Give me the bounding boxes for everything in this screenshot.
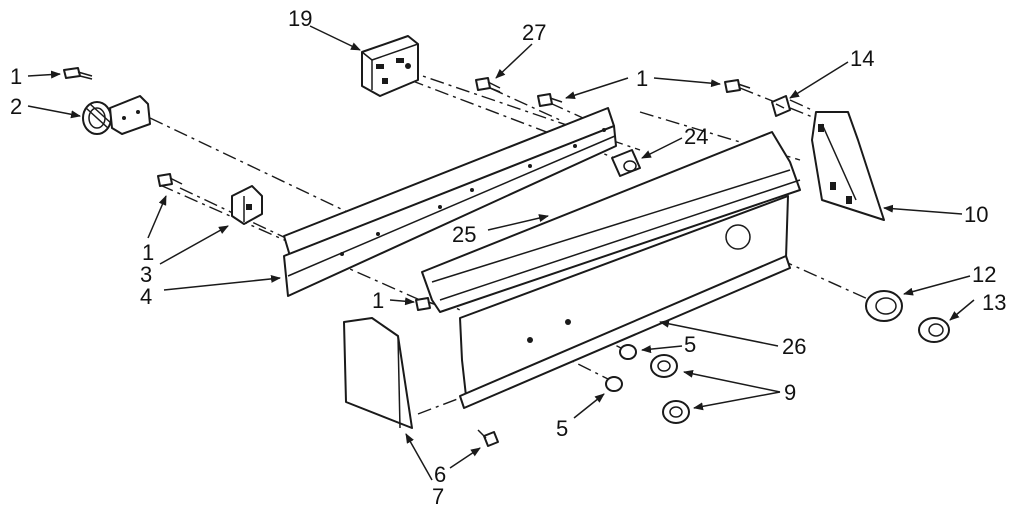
callout-4: 4	[140, 284, 152, 309]
part-4-rail	[283, 107, 617, 297]
callout-6: 6	[434, 462, 446, 487]
part-14-clip	[771, 95, 791, 117]
callout-14: 14	[850, 46, 874, 71]
part-9-knob-a	[650, 354, 678, 378]
part-13-knob	[918, 317, 950, 343]
callout-1: 1	[142, 240, 154, 265]
callout-9: 9	[784, 380, 796, 405]
part-9-knob-b	[662, 400, 690, 424]
screw-1a	[63, 67, 93, 80]
part-26-control-panel	[459, 195, 791, 409]
callout-24: 24	[684, 124, 708, 149]
part-7-end-cap	[343, 317, 413, 429]
callout-7: 7	[432, 484, 444, 509]
callout-10: 10	[964, 202, 988, 227]
callout-1: 1	[636, 66, 648, 91]
callout-25: 25	[452, 222, 476, 247]
screw-6	[477, 429, 499, 447]
callout-26: 26	[782, 334, 806, 359]
callout-labels: 1 2 19 27 1 14 24 10 1 3 4 25 1 12 13 26…	[10, 6, 1006, 509]
callout-19: 19	[288, 6, 312, 31]
leader-lines	[27, 25, 975, 481]
callout-5: 5	[556, 416, 568, 441]
part-25-panel	[421, 131, 801, 313]
callout-1: 1	[372, 288, 384, 313]
part-2-switch	[82, 95, 151, 135]
part-19-bracket	[361, 35, 419, 97]
callout-1: 1	[10, 64, 22, 89]
part-10-end-cap	[811, 111, 885, 221]
part-5-shaft-b	[605, 376, 623, 392]
screw-1b	[537, 93, 563, 107]
screw-27	[475, 77, 501, 93]
screw-1c	[724, 79, 751, 93]
callout-3: 3	[140, 262, 152, 287]
callout-5: 5	[684, 332, 696, 357]
part-12-knob-base	[865, 290, 903, 322]
callout-2: 2	[10, 94, 22, 119]
callout-12: 12	[972, 262, 996, 287]
part-3-bracket	[231, 185, 263, 225]
callout-27: 27	[522, 20, 546, 45]
part-5-shaft-a	[619, 344, 637, 360]
callout-13: 13	[982, 290, 1006, 315]
part-24-roller	[611, 149, 641, 177]
screw-1d	[157, 173, 183, 187]
